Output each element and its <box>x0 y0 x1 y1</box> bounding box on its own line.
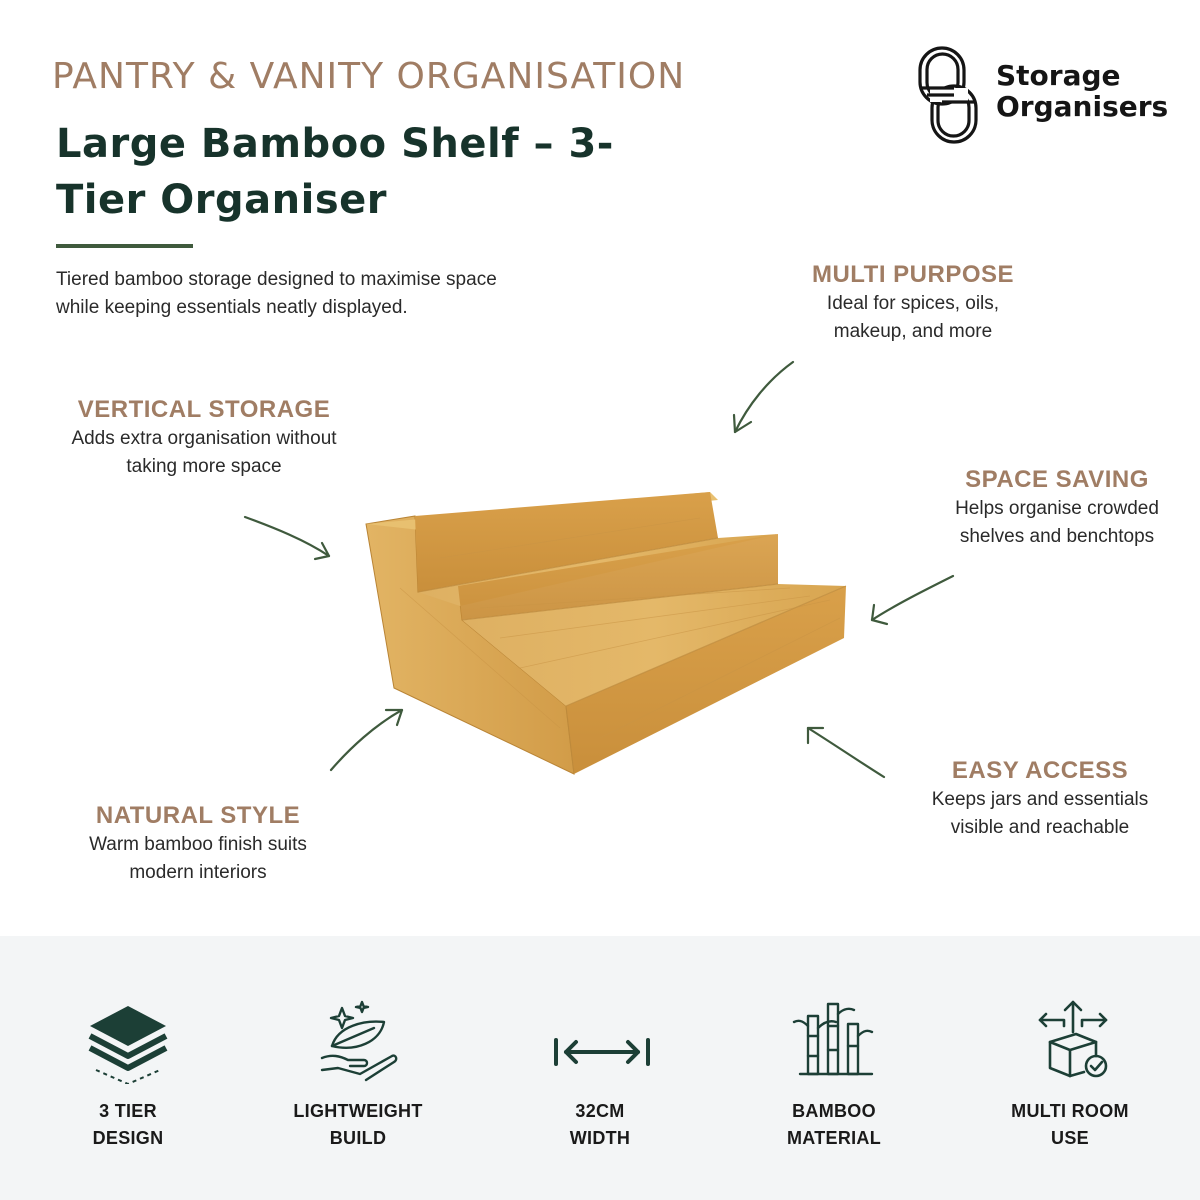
arrow-natural-style <box>329 708 404 772</box>
footer-label-line: LIGHTWEIGHT <box>293 1101 423 1121</box>
footer-label-lightweight: LIGHTWEIGHT BUILD <box>258 1098 458 1152</box>
feature-heading: SPACE SAVING <box>965 466 1149 493</box>
feature-line: Helps organise crowded <box>955 498 1159 519</box>
feature-heading: VERTICAL STORAGE <box>77 396 331 423</box>
arrow-multi-purpose <box>732 360 795 434</box>
brand-logo-icon <box>918 46 978 144</box>
callout-arrows <box>243 360 955 779</box>
brand-line-2: Organisers <box>996 90 1169 123</box>
feature-line: makeup, and more <box>833 321 993 342</box>
brand-name: Storage Organisers <box>996 60 1168 122</box>
feature-line: visible and reachable <box>950 817 1130 838</box>
feature-easy-access: EASY ACCESS Keeps jars and essentials vi… <box>900 756 1180 842</box>
footer-label-line: USE <box>1051 1128 1089 1148</box>
feature-heading: EASY ACCESS <box>951 757 1129 784</box>
feature-line: Ideal for spices, oils, <box>826 293 1000 314</box>
footer-label-line: BAMBOO <box>792 1101 876 1121</box>
footer-label-line: DESIGN <box>92 1128 164 1148</box>
arrow-space-saving <box>870 574 955 626</box>
footer-label-line: WIDTH <box>569 1128 631 1148</box>
footer-label-line: MATERIAL <box>786 1128 882 1148</box>
footer-label-bamboo: BAMBOO MATERIAL <box>734 1098 934 1152</box>
feature-line: shelves and benchtops <box>959 526 1155 547</box>
feature-footer <box>0 936 1200 1200</box>
footer-label-line: MULTI ROOM <box>1011 1101 1129 1121</box>
feature-line: taking more space <box>126 456 282 477</box>
intro-text: Tiered bamboo storage designed to maximi… <box>56 269 497 318</box>
page-title: Large Bamboo Shelf – 3-Tier Organiser <box>56 121 614 223</box>
feature-natural-style: NATURAL STYLE Warm bamboo finish suits m… <box>48 801 348 887</box>
footer-label-line: BUILD <box>329 1128 387 1148</box>
feature-line: Keeps jars and essentials <box>931 789 1149 810</box>
feature-multi-purpose: MULTI PURPOSE Ideal for spices, oils, ma… <box>753 260 1073 346</box>
arrow-easy-access <box>806 726 886 779</box>
eyebrow-title: PANTRY & VANITY ORGANISATION <box>52 56 686 97</box>
bamboo-shelf-image <box>365 492 847 775</box>
title-underline <box>56 244 193 248</box>
feature-line: Warm bamboo finish suits <box>89 834 307 855</box>
feather-hand-icon <box>320 1000 398 1082</box>
brand-line-1: Storage <box>996 59 1121 92</box>
arrow-vertical-storage <box>243 515 331 561</box>
feature-line: Adds extra organisation without <box>71 428 337 449</box>
footer-label-3-tier: 3 TIER DESIGN <box>28 1098 228 1152</box>
stacked-layers-icon <box>88 1006 168 1084</box>
feature-heading: NATURAL STYLE <box>95 802 301 829</box>
feature-heading: MULTI PURPOSE <box>811 261 1015 288</box>
box-arrows-icon <box>1038 1000 1108 1078</box>
footer-label-line: 32CM <box>575 1101 625 1121</box>
footer-label-multi-room: MULTI ROOM USE <box>970 1098 1170 1152</box>
bamboo-icon <box>792 1002 874 1076</box>
feature-vertical-storage: VERTICAL STORAGE Adds extra organisation… <box>34 395 374 481</box>
footer-label-width: 32CM WIDTH <box>500 1098 700 1152</box>
feature-space-saving: SPACE SAVING Helps organise crowded shel… <box>922 465 1192 551</box>
width-arrow-icon <box>554 1038 650 1066</box>
feature-line: modern interiors <box>129 862 267 883</box>
footer-label-line: 3 TIER <box>99 1101 157 1121</box>
